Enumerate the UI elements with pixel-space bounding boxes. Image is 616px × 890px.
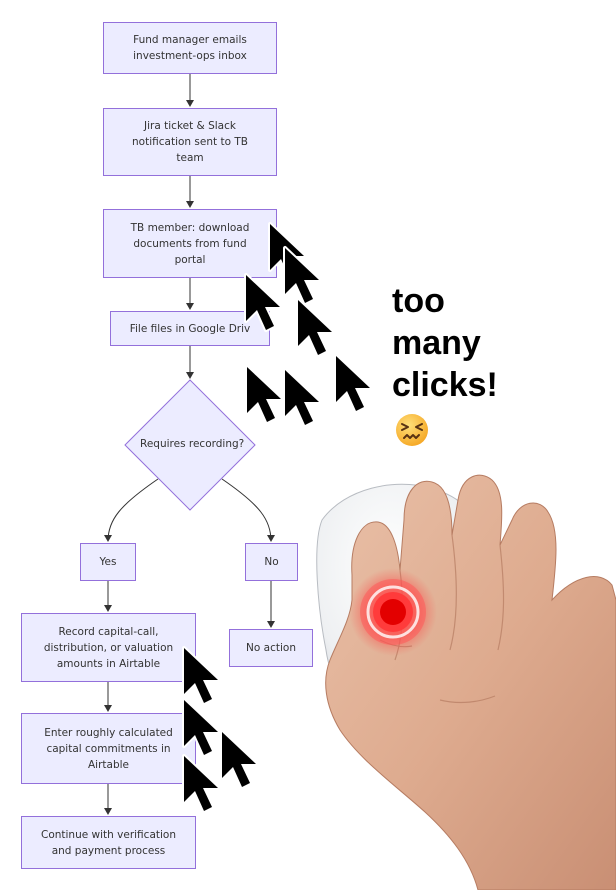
too-many-clicks-caption: too many clicks! [392, 280, 498, 406]
decision-diamond [124, 379, 256, 511]
arrow-cursor-icon [220, 730, 258, 789]
node-no-action: No action [229, 629, 313, 667]
node-capital-commitments: Enter roughly calculated capital commitm… [21, 713, 196, 784]
arrow-cursor-icon [334, 354, 372, 413]
node-yes: Yes [80, 543, 136, 581]
decision-label: Requires recording? [140, 438, 245, 450]
edge-decision-no [221, 478, 275, 542]
node-record-amounts: Record capital-call, distribution, or va… [21, 613, 196, 682]
node-download-documents: TB member: download documents from fund … [103, 209, 277, 278]
node-file-files: File files in Google Driv [110, 311, 270, 346]
confounded-face-icon [396, 414, 428, 446]
caption-line-3: clicks! [392, 366, 498, 404]
arrow-cursor-icon [182, 698, 220, 757]
node-jira-slack: Jira ticket & Slack notification sent to… [103, 108, 277, 176]
arrow-cursor-icon [182, 646, 220, 705]
arrow-cursor-icon [245, 365, 283, 424]
arrow-cursor-icon [296, 298, 334, 357]
edge-decision-yes [104, 478, 159, 542]
arrow-cursor-icon [182, 754, 220, 813]
click-ripple-icon [349, 568, 437, 656]
caption-line-1: too [392, 282, 445, 320]
node-no: No [245, 543, 298, 581]
caption-line-2: many [392, 324, 481, 362]
arrow-cursor-icon [283, 368, 321, 427]
node-fund-manager-email: Fund manager emails investment-ops inbox [103, 22, 277, 74]
arrow-cursor-icon [244, 273, 282, 332]
node-continue-verification: Continue with verification and payment p… [21, 816, 196, 869]
